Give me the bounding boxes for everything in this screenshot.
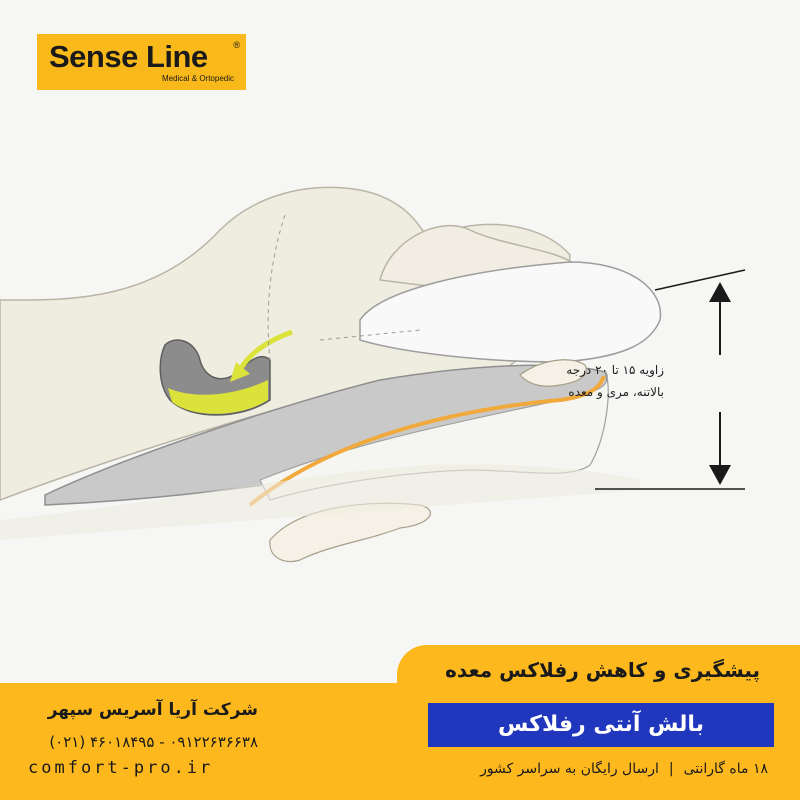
brand-logo: Sense Line ® Medical & Ortopedic xyxy=(37,34,246,90)
feature-separator: | xyxy=(668,761,674,777)
company-name: شرکت آریا آسریس سپهر xyxy=(47,700,258,720)
bed-shape xyxy=(0,464,640,540)
angle-label-line2: بالاتنه، مری و معده xyxy=(568,385,664,399)
brand-tagline: Medical & Ortopedic xyxy=(161,74,234,83)
product-name: بالش آنتی رفلاکس xyxy=(498,712,704,737)
angle-top-line xyxy=(654,269,746,291)
angle-label-line1: زاویه ۱۵ تا ۲۰ درجه xyxy=(566,363,664,377)
reflux-arrow xyxy=(237,329,293,372)
upper-hand xyxy=(519,359,587,387)
registered-mark: ® xyxy=(233,40,240,50)
brand-name: Sense Line xyxy=(49,39,208,74)
pillow-seam xyxy=(248,375,606,507)
features-line: ۱۸ ماه گارانتی | ارسال رایگان به سراسر کشو… xyxy=(388,761,768,777)
product-name-bar: بالش آنتی رفلاکس xyxy=(428,703,774,747)
warranty-text: ۱۸ ماه گارانتی xyxy=(683,761,768,777)
phone-numbers: ۰۹۱۲۲۶۳۶۶۳۸ - ۴۶۰۱۸۴۹۵ (۰۲۱) xyxy=(49,733,258,751)
reflux-arrowhead xyxy=(230,362,250,382)
stomach-acid xyxy=(168,380,268,414)
headline: پیشگیری و کاهش رفلاکس معده xyxy=(445,658,760,682)
angle-arrowhead-down xyxy=(709,465,731,485)
spine-dashed-outline xyxy=(319,329,421,341)
torso-dashed-outline xyxy=(267,214,286,361)
angle-arrowhead-up xyxy=(709,282,731,302)
footer-tab xyxy=(397,645,800,685)
head-pillow xyxy=(359,261,662,363)
website-url: comfort-pro.ir xyxy=(28,758,214,778)
shipping-text: ارسال رایگان به سراسر کشور xyxy=(480,761,659,777)
